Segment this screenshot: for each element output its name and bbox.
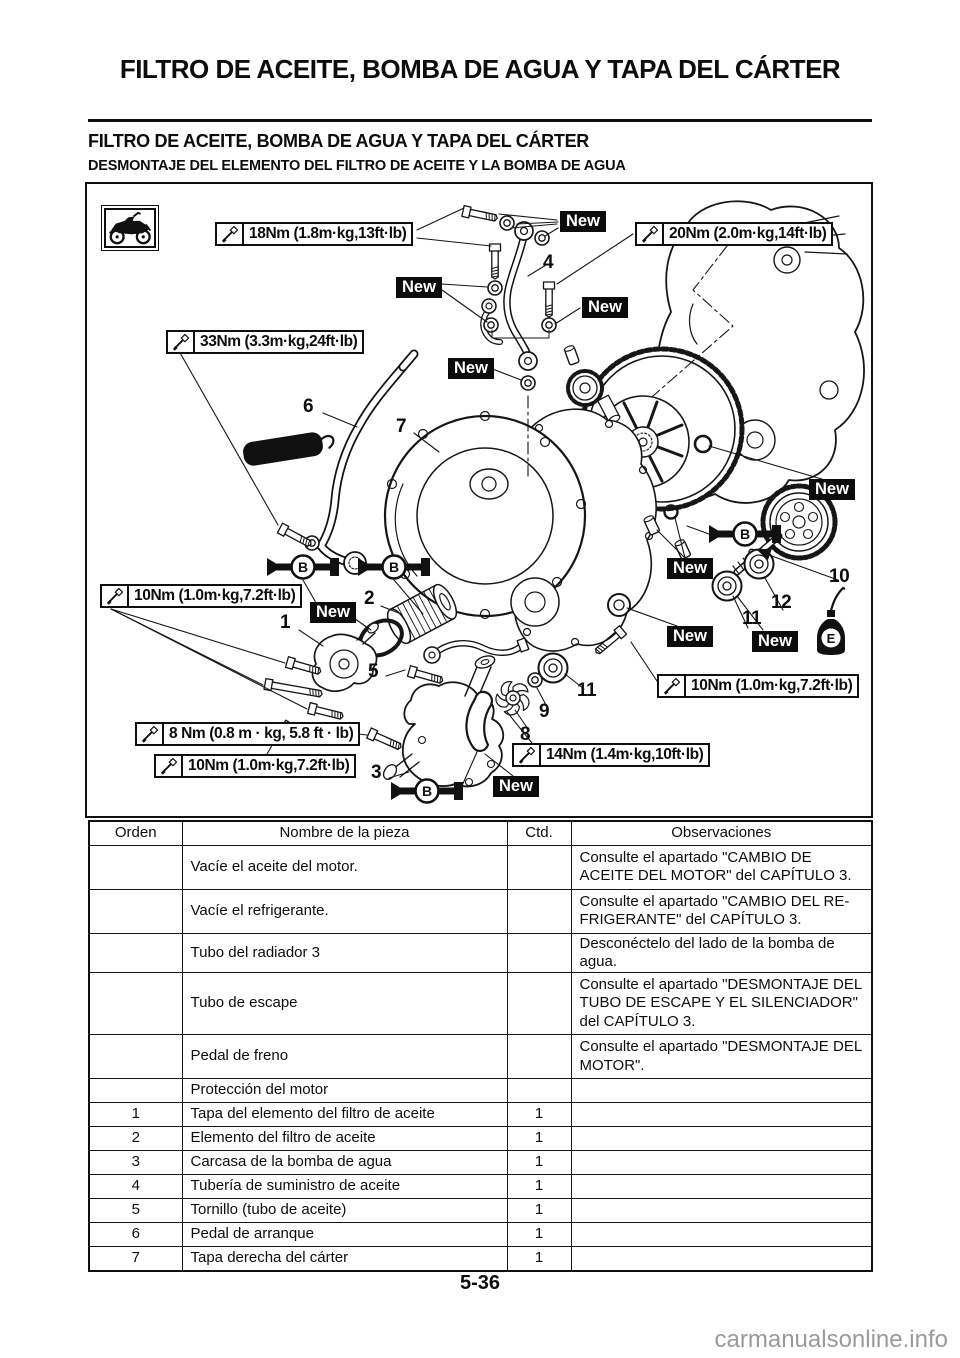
table-row: Vacíe el aceite del motor.Consulte el ap… [88,844,873,890]
torque-spec-label: 10Nm (1.0m·kg,7.2ft·lb) [100,584,303,608]
svg-text:E: E [827,631,836,646]
apply-symbols-layer: B B B B E [265,521,847,804]
svg-text:B: B [422,783,432,799]
grease-b-symbol: B [389,778,465,804]
oil-e-symbol: E [815,586,847,657]
new-part-tag: New [582,297,628,318]
part-number-callout: 7 [396,416,407,437]
part-number-callout: 2 [364,588,375,609]
watermark: carmanualsonline.info [714,1326,948,1353]
col-header-nombre: Nombre de la pieza [181,820,508,846]
torque-wrench-icon [514,745,541,765]
torque-spec-label: 14Nm (1.4m·kg,10ft·lb) [512,743,711,767]
col-header-ctd: Ctd. [506,820,572,846]
dirt-bike-glyph [109,211,152,245]
part-number-callout: 1 [280,612,291,633]
table-row: Vacíe el refrigerante.Consulte el aparta… [88,888,873,934]
torque-spec-label: 8 Nm (0.8 m · kg, 5.8 ft · lb) [135,722,361,746]
new-part-tag: New [396,277,442,298]
torque-wrench-icon [102,586,129,606]
table-row: Protección del motor [88,1078,873,1104]
torque-spec-label: 18Nm (1.8m·kg,13ft·lb) [215,222,414,246]
grease-b-symbol: B [265,554,341,580]
exploded-diagram: 18Nm (1.8m·kg,13ft·lb) 20Nm (2.0m·kg,14f… [85,182,873,818]
svg-text:B: B [389,559,399,575]
part-number-callout: 3 [371,762,382,783]
torque-wrench-icon [637,224,664,244]
part-number-callout: 12 [771,592,792,613]
part-number-callout: 10 [829,566,850,587]
part-number-callout: 6 [303,396,314,417]
page-header-title: FILTRO DE ACEITE, BOMBA DE AGUA Y TAPA D… [119,54,841,84]
part-number-callout: 9 [539,701,550,722]
new-part-tag: New [752,631,798,652]
torque-wrench-icon [137,724,164,744]
header-divider [88,119,872,122]
part-number-callout: 4 [543,252,554,273]
new-part-tag: New [560,211,606,232]
part-number-callout: 11 [577,680,597,701]
new-part-tag: New [667,626,713,647]
svg-text:B: B [298,559,308,575]
new-part-tag: New [667,558,713,579]
torque-wrench-icon [168,332,195,352]
new-part-tag: New [809,479,855,500]
grease-b-symbol: B [356,554,432,580]
new-part-tag: New [310,602,356,623]
subsection-title: DESMONTAJE DEL ELEMENTO DEL FILTRO DE AC… [88,158,626,174]
torque-wrench-icon [156,756,183,776]
torque-wrench-icon [659,676,686,696]
svg-text:B: B [740,526,750,542]
col-header-orden: Orden [88,820,183,846]
section-title: FILTRO DE ACEITE, BOMBA DE AGUA Y TAPA D… [88,131,589,151]
parts-table: Orden Nombre de la pieza Ctd. Observacio… [88,820,873,1272]
torque-spec-label: 10Nm (1.0m·kg,7.2ft·lb) [657,674,860,698]
part-number-callout: 11 [742,608,762,629]
torque-wrench-icon [217,224,244,244]
table-header-row: Orden Nombre de la pieza Ctd. Observacio… [88,820,873,846]
exploded-view-artwork [110,200,865,789]
grease-b-symbol: B [707,521,783,547]
part-number-callout: 5 [368,661,379,682]
motorcycle-icon [101,205,159,251]
torque-spec-label: 20Nm (2.0m·kg,14ft·lb) [635,222,834,246]
new-part-tag: New [448,358,494,379]
torque-spec-label: 33Nm (3.3m·kg,24ft·lb) [166,330,365,354]
new-part-tag: New [493,776,539,797]
part-number-callout: 8 [520,724,531,745]
col-header-observaciones: Observaciones [570,820,873,846]
page-number: 5-36 [459,1272,501,1294]
torque-spec-label: 10Nm (1.0m·kg,7.2ft·lb) [154,754,357,778]
